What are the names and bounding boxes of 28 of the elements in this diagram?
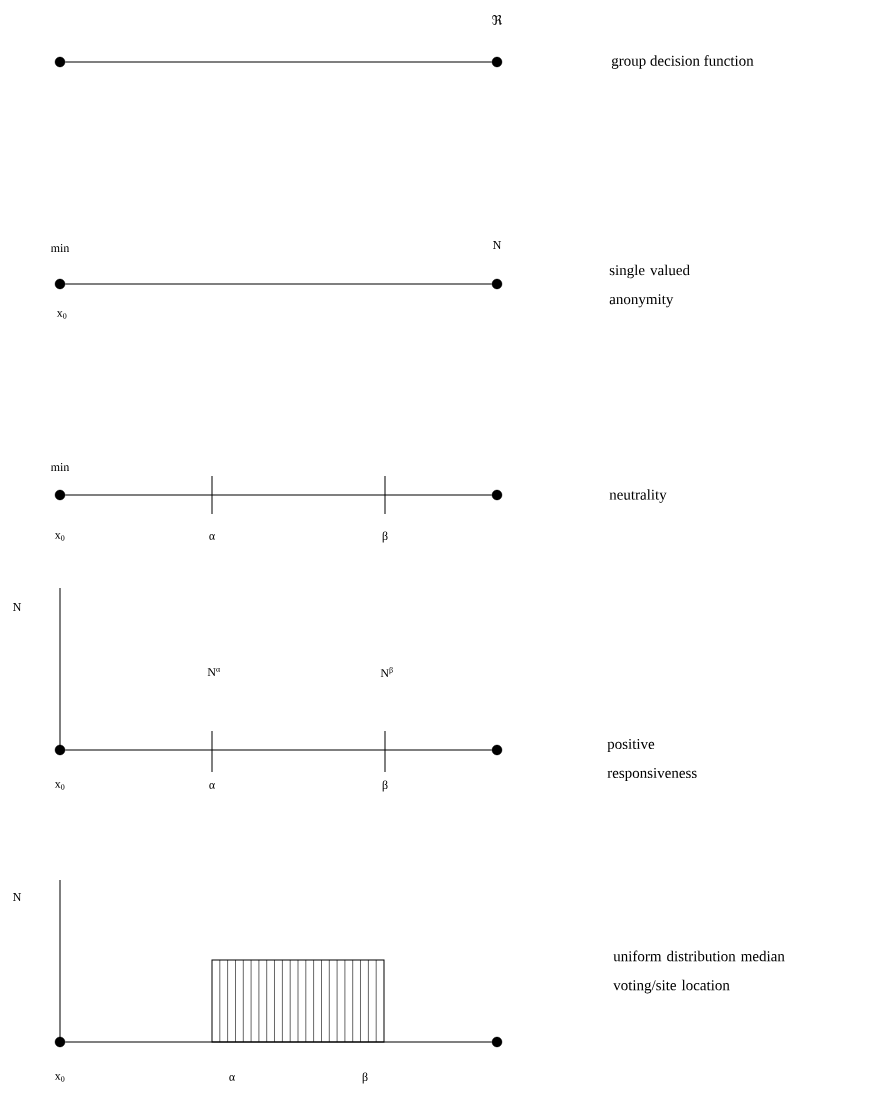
description-text: group decision function	[611, 55, 754, 69]
description-text: neutrality	[609, 489, 667, 503]
axis-label: α	[209, 534, 215, 540]
axis-label: min	[50, 244, 70, 252]
axis-label: N	[13, 603, 22, 611]
axis-label: β	[382, 531, 388, 543]
number-line	[64, 749, 493, 751]
axis-label: x$_{0}$	[54, 782, 65, 790]
axis-label: N	[13, 893, 22, 901]
number-line	[64, 283, 493, 285]
axis-label: β	[362, 1072, 368, 1084]
axis-label: N	[493, 241, 502, 249]
axis-label: α	[229, 1075, 235, 1081]
description-text: uniform distribution median voting/site location	[613, 950, 785, 994]
axis-label: α	[209, 783, 215, 789]
number-line	[64, 1041, 493, 1043]
description-text: single valued anonymity	[609, 264, 690, 308]
axis-label: x$_{0}$	[56, 311, 67, 319]
axis-label: x$_{0}$	[54, 533, 65, 541]
axis-label: min	[50, 463, 70, 471]
number-line	[64, 61, 493, 63]
axis-label: β	[382, 780, 388, 792]
symbol-label: ℜ	[492, 15, 503, 25]
number-line	[64, 494, 493, 496]
axis-label: N$^{α}$	[207, 667, 220, 677]
description-text: positive responsiveness	[607, 738, 697, 782]
axis-label: N$^{β}$	[380, 667, 393, 677]
axis-label: x$_{0}$	[54, 1074, 65, 1082]
